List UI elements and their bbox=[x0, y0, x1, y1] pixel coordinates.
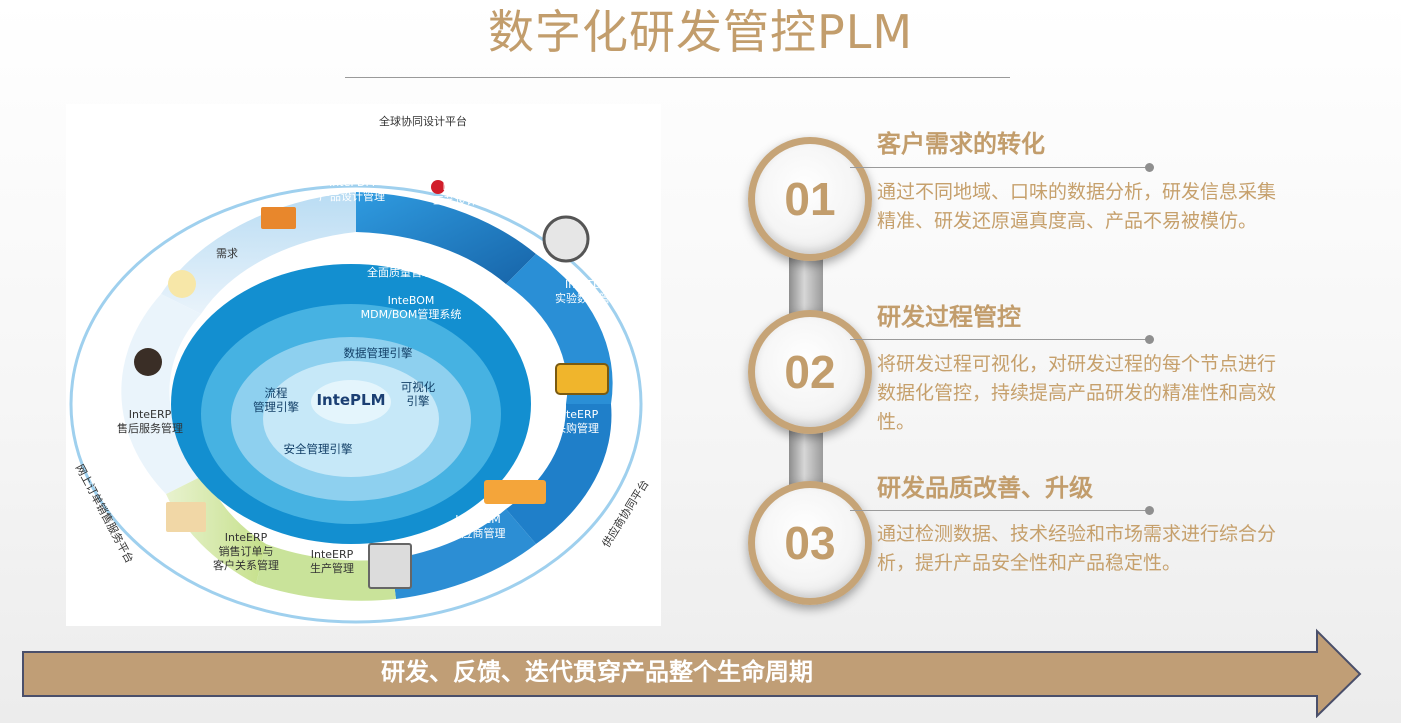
step-01-title: 客户需求的转化 bbox=[877, 130, 1045, 158]
ring-segment-production bbox=[256, 544, 396, 601]
ring-segment-design bbox=[356, 192, 536, 284]
ring-segment-aftersales bbox=[121, 294, 206, 494]
step-01-line bbox=[850, 167, 1150, 168]
ring-segment-sales bbox=[166, 474, 266, 584]
step-03-title: 研发品质改善、升级 bbox=[877, 474, 1093, 502]
ring-segment-purchase bbox=[506, 404, 612, 544]
step-02-line bbox=[850, 339, 1150, 340]
step-03-line bbox=[850, 510, 1150, 511]
service-agent-icon bbox=[134, 348, 162, 376]
page-title: 数字化研发管控PLM bbox=[487, 5, 914, 59]
step-01-number: 01 bbox=[784, 173, 836, 225]
engine-security: 安全管理引擎 bbox=[283, 442, 353, 456]
step-02-number: 02 bbox=[784, 346, 836, 398]
truck-icon bbox=[484, 480, 546, 504]
ring-segment-scm bbox=[391, 509, 536, 599]
pendulum-ball-icon bbox=[431, 180, 445, 194]
outer-label-global-design: 全球协同设计平台 bbox=[379, 115, 467, 128]
production-equipment-icon bbox=[368, 543, 412, 589]
title-divider bbox=[345, 77, 1010, 78]
engine-data: 数据管理引擎 bbox=[343, 346, 413, 360]
gauge-icon bbox=[542, 215, 590, 263]
ring-segment-demand bbox=[161, 192, 356, 314]
step-02-description: 将研发过程可视化，对研发过程的每个节点进行数据化管控，持续提高产品研发的精准性和… bbox=[877, 353, 1277, 433]
lifecycle-banner-text: 研发、反馈、迭代贯穿产品整个生命周期 bbox=[381, 658, 813, 686]
core-disc bbox=[311, 380, 391, 424]
step-02-circle: 02 bbox=[748, 310, 872, 434]
step-01-description: 通过不同地域、口味的数据分析，研发信息采集精准、研发还原逼真度高、产品不易被模仿… bbox=[877, 181, 1277, 232]
step-01-dot bbox=[1145, 163, 1154, 172]
step-03-description: 通过检测数据、技术经验和市场需求进行综合分析，提升产品安全性和产品稳定性。 bbox=[877, 523, 1277, 574]
core-label: IntePLM bbox=[316, 391, 386, 409]
cycle-diagram-graphic bbox=[69, 180, 643, 624]
step-03-dot bbox=[1145, 506, 1154, 515]
engine-flow: 流程管理引擎 bbox=[253, 386, 299, 414]
step-03-circle: 03 bbox=[748, 481, 872, 605]
step-03-number: 03 bbox=[784, 517, 836, 569]
design-screen-icon bbox=[261, 207, 296, 229]
engine-visual: 可视化引擎 bbox=[400, 380, 436, 408]
module-demand: 需求 bbox=[216, 247, 238, 260]
step-02-title: 研发过程管控 bbox=[877, 303, 1021, 331]
lifecycle-arrow bbox=[22, 628, 1362, 718]
shopping-basket-icon bbox=[555, 363, 609, 395]
sales-document-icon bbox=[166, 502, 206, 532]
outer-orbit bbox=[69, 184, 643, 624]
step-01-circle: 01 bbox=[748, 137, 872, 261]
idea-bulb-icon bbox=[168, 270, 196, 298]
step-02-dot bbox=[1145, 335, 1154, 344]
